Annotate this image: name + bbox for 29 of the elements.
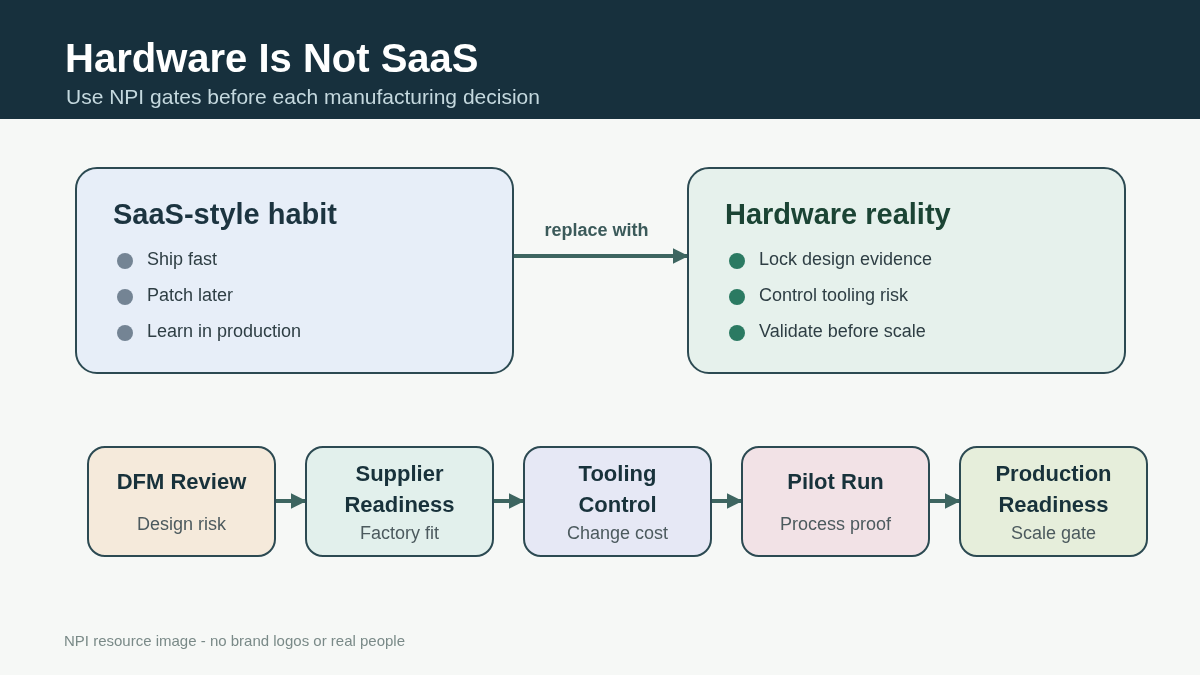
stage-title: Supplier Readiness — [343, 459, 456, 519]
bullet-text: Patch later — [147, 285, 234, 307]
stage-subtitle: Design risk — [137, 514, 226, 536]
stage-subtitle: Factory fit — [360, 522, 439, 545]
stage-subtitle: Scale gate — [1010, 522, 1097, 545]
stage-subtitle: Change cost — [566, 522, 669, 545]
stage-box — [305, 446, 494, 557]
stage-title: DFM Review — [116, 468, 247, 497]
stage-title: Pilot Run — [787, 468, 884, 497]
card-heading: Hardware reality — [725, 197, 951, 232]
comparison-card — [75, 167, 514, 374]
stage-box — [959, 446, 1148, 557]
bullet-text: Control tooling risk — [759, 285, 909, 307]
bullet-text: Lock design evidence — [759, 249, 933, 271]
subtitle: Use NPI gates before each manufacturing decision — [66, 85, 540, 109]
stage-subtitle: Process proof — [779, 514, 892, 536]
stage-box — [523, 446, 712, 557]
bullet-text: Learn in production — [147, 321, 302, 343]
stage-box — [87, 446, 276, 557]
stage-title: Production Readiness — [994, 459, 1113, 519]
stage-title: Tooling Control — [577, 459, 658, 519]
bullet-text: Validate before scale — [759, 321, 926, 343]
edge-label: replace with — [542, 220, 651, 241]
footnote: NPI resource image - no brand logos or real people — [64, 632, 406, 649]
card-heading: SaaS-style habit — [113, 197, 338, 232]
title: Hardware Is Not SaaS — [65, 36, 479, 80]
bullet-text: Ship fast — [147, 249, 218, 271]
stage-box — [741, 446, 930, 557]
comparison-card — [687, 167, 1126, 374]
